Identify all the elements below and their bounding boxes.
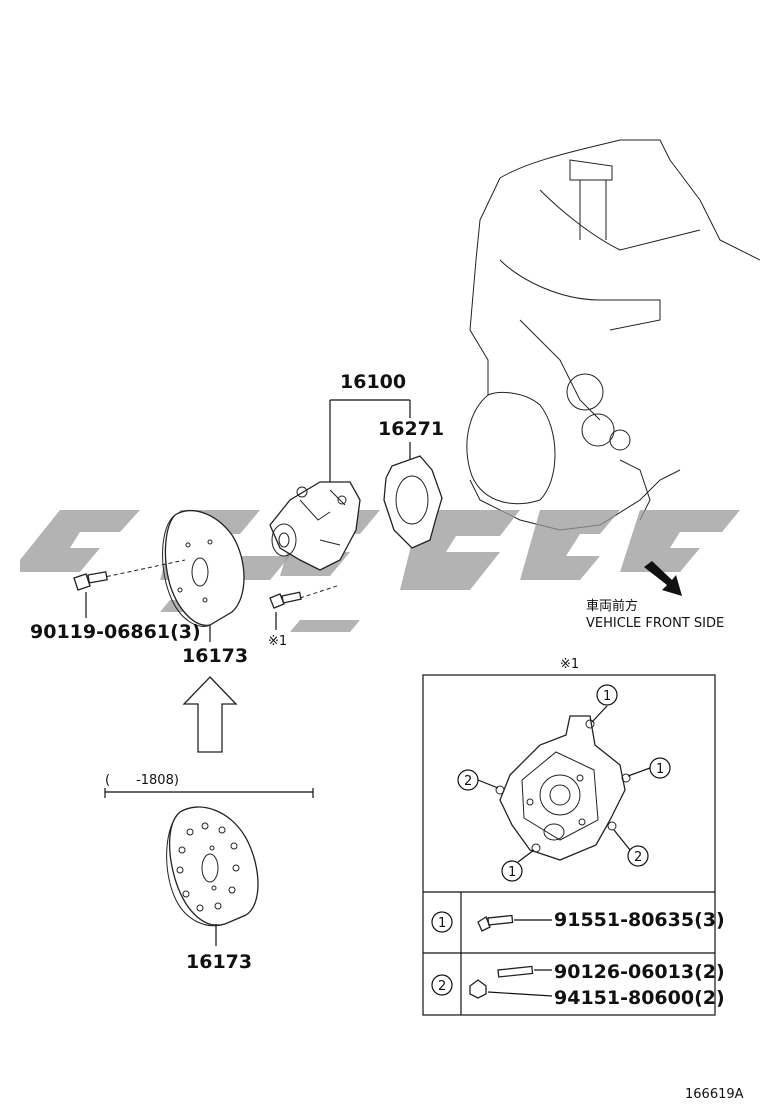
label-date-range: ( -1808) bbox=[105, 773, 179, 788]
engine-block bbox=[466, 139, 760, 531]
callout-1-bottom bbox=[501, 860, 523, 882]
callout-1-right bbox=[649, 757, 671, 779]
pump-bolt: ※1 bbox=[268, 584, 341, 649]
callout-2-left bbox=[457, 769, 479, 791]
gasket-16271 bbox=[383, 455, 443, 549]
callout-1-top bbox=[596, 684, 618, 706]
row-2-marker bbox=[431, 974, 453, 996]
label-front-jp: 車両前方 bbox=[586, 598, 638, 614]
part-90126: 90126-06013(2) bbox=[554, 961, 725, 983]
callout-1-right-label: 1 bbox=[656, 762, 664, 777]
part-91551: 91551-80635(3) bbox=[554, 909, 725, 931]
row-1-marker bbox=[431, 911, 453, 933]
replacement-arrow bbox=[182, 676, 238, 753]
callout-1-bottom-label: 1 bbox=[508, 865, 516, 880]
label-front-en: VEHICLE FRONT SIDE bbox=[586, 616, 724, 631]
label-16173-lower: 16173 bbox=[186, 951, 252, 973]
stud-90126 bbox=[497, 965, 534, 978]
front-arrow-icon bbox=[644, 561, 682, 596]
callout-1-top-label: 1 bbox=[603, 689, 611, 704]
detail-box-title: ※1 bbox=[560, 657, 579, 672]
label-bolt-pulley: 90119-06861(3) bbox=[30, 621, 201, 643]
assembly-callout: 16100 bbox=[329, 371, 411, 485]
row-1-marker-label: 1 bbox=[438, 916, 446, 931]
part-94151: 94151-80600(2) bbox=[554, 987, 725, 1009]
bolt-91551 bbox=[477, 914, 514, 932]
callout-2-left-label: 2 bbox=[464, 774, 472, 789]
row-2-marker-label: 2 bbox=[438, 979, 446, 994]
callout-2-right bbox=[627, 845, 649, 867]
label-note-mark: ※1 bbox=[268, 634, 287, 649]
water-pump bbox=[269, 481, 361, 571]
pulley-upper bbox=[99, 509, 245, 627]
callout-2-right-label: 2 bbox=[634, 850, 642, 865]
figure-id: 166619A bbox=[685, 1087, 744, 1102]
label-16271: 16271 bbox=[378, 418, 444, 440]
pulley-lower bbox=[166, 806, 259, 927]
vehicle-front-indicator: 車両前方 VEHICLE FRONT SIDE bbox=[586, 561, 724, 631]
detail-box: ※1 1 1 2 2 1 1 bbox=[422, 657, 725, 1016]
label-16100: 16100 bbox=[340, 371, 406, 393]
nut-94151 bbox=[469, 979, 487, 999]
pulley-bolt bbox=[73, 571, 108, 618]
label-16173-upper: 16173 bbox=[182, 645, 248, 667]
